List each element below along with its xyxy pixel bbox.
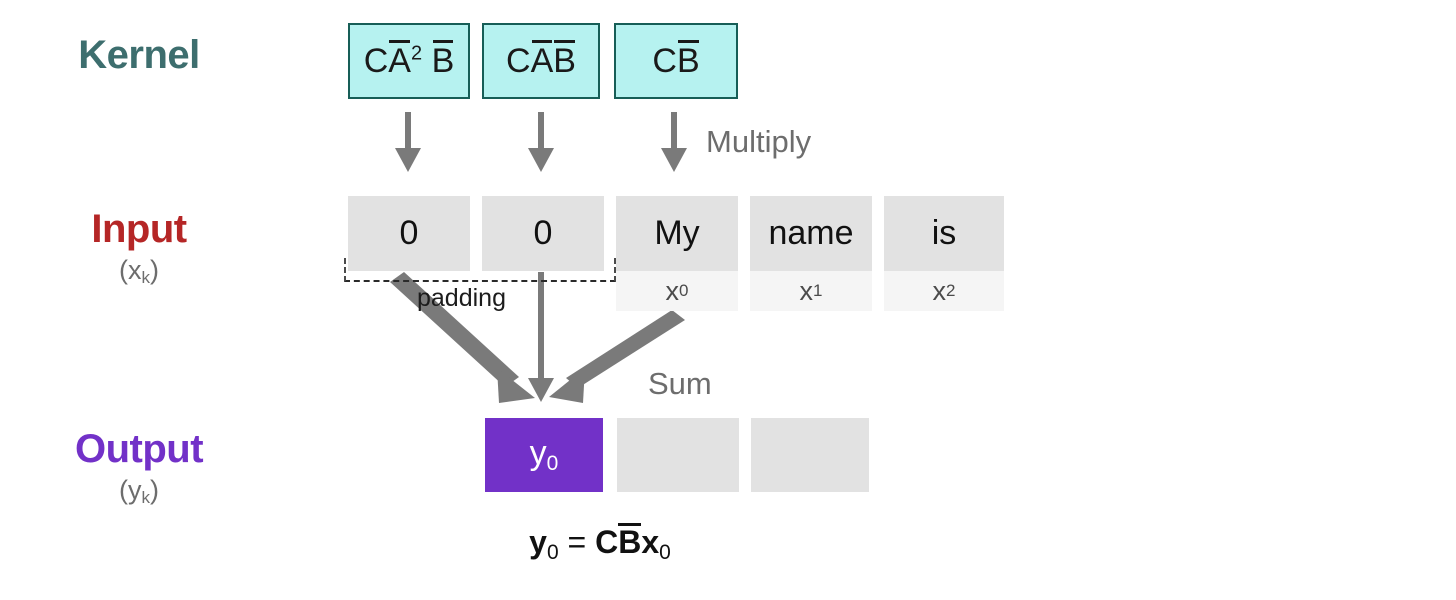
kernel-exponent: 2 bbox=[410, 42, 423, 65]
output-cell-0[interactable]: y0 bbox=[485, 418, 603, 492]
kernel-label-text: Kernel bbox=[78, 33, 200, 77]
input-cell-0[interactable]: 0 bbox=[348, 196, 470, 271]
formula-rhs-index: 0 bbox=[659, 541, 671, 564]
multiply-arrow-0 bbox=[395, 112, 421, 172]
multiply-annotation: Multiply bbox=[706, 124, 812, 159]
sum-annotation: Sum bbox=[648, 366, 712, 401]
formula-equals: = bbox=[567, 524, 587, 560]
padding-bracket bbox=[344, 258, 616, 282]
input-label-subscript: (xk) bbox=[119, 255, 159, 287]
overline-a: A bbox=[530, 39, 554, 80]
output-cell-2[interactable] bbox=[751, 418, 869, 492]
input-cell-2[interactable]: My bbox=[616, 196, 738, 271]
formula-b-overline: B bbox=[618, 523, 642, 560]
input-cell-1[interactable]: 0 bbox=[482, 196, 604, 271]
formula-c: C bbox=[595, 524, 619, 560]
output-formula: y0 = CBx0 bbox=[400, 523, 800, 565]
input-label-text: Input bbox=[91, 207, 187, 251]
formula-lhs-index: 0 bbox=[546, 541, 559, 564]
output-subscript-k: k bbox=[141, 488, 151, 507]
row-label-output: Output (yk) bbox=[0, 426, 278, 514]
output-label-subscript: (yk) bbox=[119, 475, 159, 507]
kernel-cell-2-formula: CB bbox=[652, 39, 700, 80]
sum-arrow-right bbox=[549, 310, 685, 403]
input-subscript-k: k bbox=[141, 268, 151, 287]
kernel-cell-1-formula: CAB bbox=[506, 39, 576, 80]
overline-b: B bbox=[676, 39, 700, 80]
formula-lhs: y bbox=[529, 524, 547, 560]
kernel-cell-1[interactable]: CAB bbox=[482, 23, 600, 99]
output-label-text: Output bbox=[74, 427, 204, 471]
output-cell-1[interactable] bbox=[617, 418, 739, 492]
row-label-input: Input (xk) bbox=[0, 206, 278, 294]
overline-b: B bbox=[431, 39, 455, 80]
overline-b: B bbox=[553, 39, 576, 80]
overline-a: A bbox=[388, 39, 411, 80]
kernel-cell-2[interactable]: CB bbox=[614, 23, 738, 99]
input-cell-3[interactable]: name bbox=[750, 196, 872, 271]
kernel-cell-0[interactable]: CA2 B bbox=[348, 23, 470, 99]
input-cell-4[interactable]: is bbox=[884, 196, 1004, 271]
multiply-arrow-2 bbox=[661, 112, 687, 172]
padding-annotation: padding bbox=[417, 284, 506, 312]
sum-arrow-left bbox=[390, 272, 535, 403]
sum-arrow-center bbox=[528, 272, 554, 402]
formula-x: x bbox=[641, 524, 660, 560]
output-cell-0-value: y0 bbox=[529, 434, 559, 475]
row-label-kernel: Kernel bbox=[0, 32, 278, 78]
kernel-cell-0-formula: CA2 B bbox=[363, 39, 455, 80]
multiply-arrow-1 bbox=[528, 112, 554, 172]
